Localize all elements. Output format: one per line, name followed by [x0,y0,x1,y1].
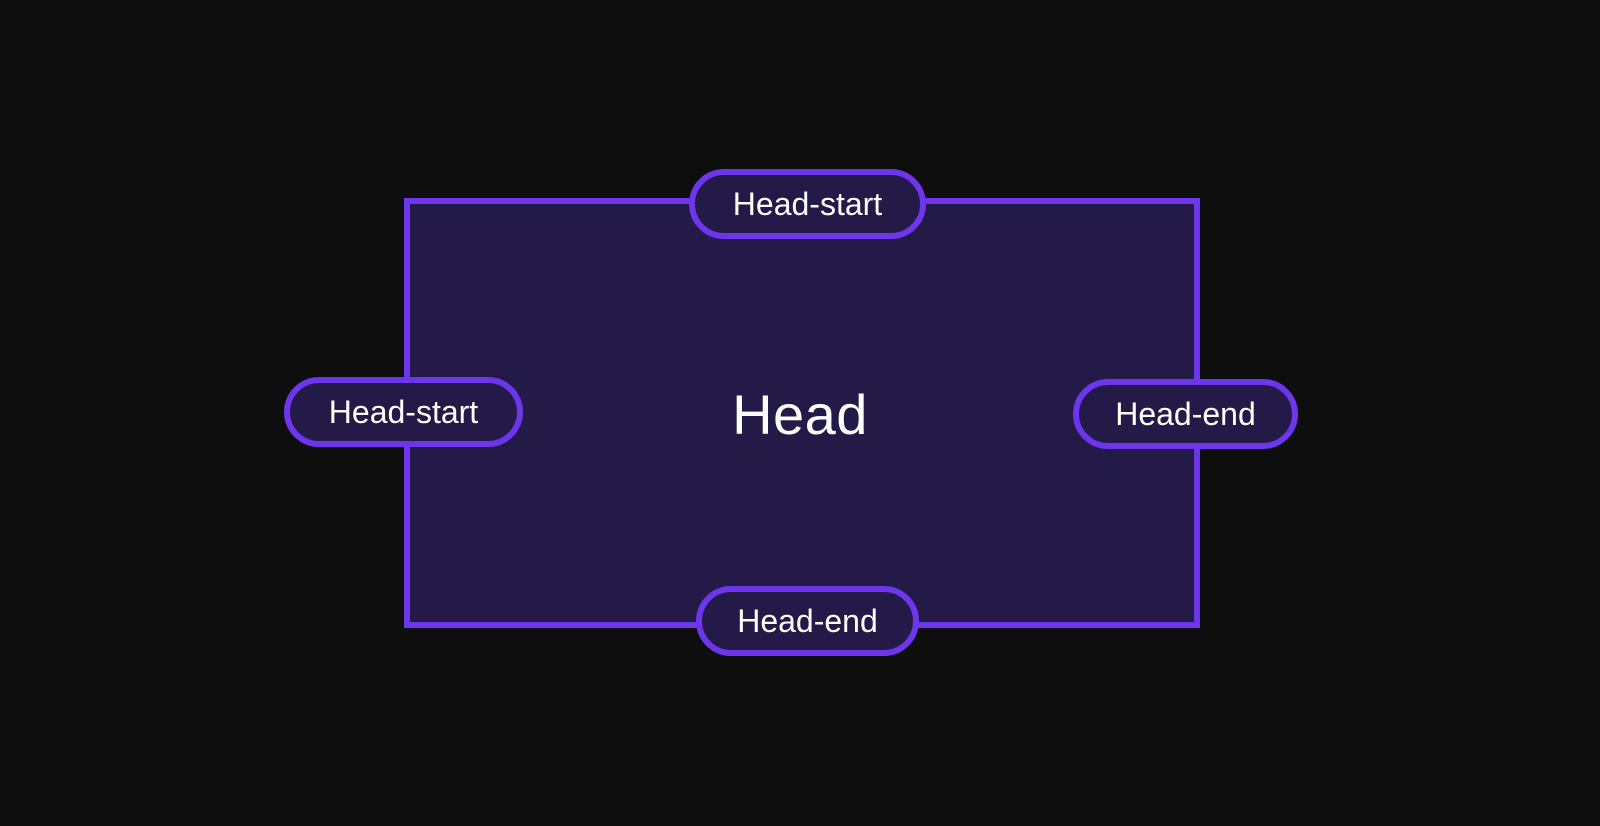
head-start-pill-left: Head-start [284,377,523,447]
head-start-pill-top: Head-start [689,169,926,239]
head-end-pill-right: Head-end [1073,379,1298,449]
head-label: Head [732,383,868,446]
head-end-pill-bottom: Head-end [696,586,919,656]
